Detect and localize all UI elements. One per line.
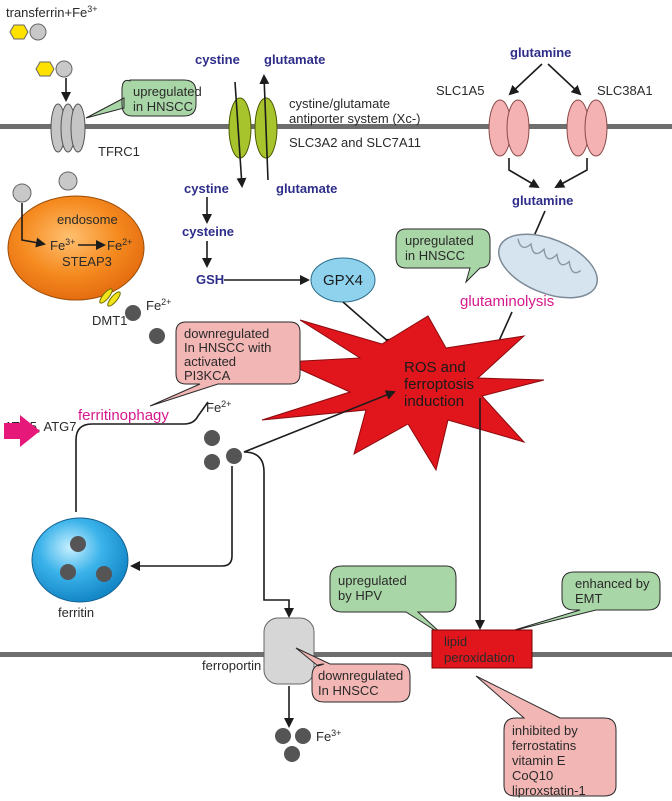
glutamate-extracellular-label: glutamate: [264, 52, 325, 67]
transferrin-bound-icon: [35, 60, 73, 78]
ferritinophagy-label: ferritinophagy: [78, 407, 169, 424]
svg-text:In HNSCC with: In HNSCC with: [184, 340, 271, 355]
gpx4-inhibition-line: [342, 301, 395, 348]
atg-arrow-icon: [4, 415, 40, 447]
ros-label-1: ROS and: [404, 359, 466, 376]
callout-tfrc-upregulated: upregulated in HNSCC: [85, 79, 202, 119]
iron-particle-icon: [204, 430, 220, 446]
svg-text:downregulated: downregulated: [318, 668, 403, 683]
glutaminolysis-label: glutaminolysis: [460, 293, 554, 310]
svg-text:upregulated: upregulated: [133, 84, 202, 99]
gsh-label: GSH: [196, 272, 224, 287]
iron-particle-icon: [125, 305, 141, 321]
lipid-label-2: peroxidation: [444, 650, 515, 665]
callout-emt: enhanced by EMT: [507, 571, 661, 633]
svg-text:in HNSCC: in HNSCC: [133, 99, 193, 114]
ferroportin-channel: [263, 617, 315, 685]
labile-iron-to-ros-arrow: [243, 390, 396, 453]
iron-particle-icon: [226, 448, 242, 464]
glutamate-intracellular-label: glutamate: [276, 181, 337, 196]
slc38a1-out-arrow: [554, 158, 588, 188]
gpx4-label: GPX4: [323, 272, 363, 289]
svg-text:upregulated: upregulated: [338, 573, 407, 588]
fe3-export-label: Fe3+: [316, 728, 341, 744]
svg-text:liproxstatin-1: liproxstatin-1: [512, 783, 586, 798]
slc38a1-transporter: [566, 99, 608, 157]
svg-text:in HNSCC: in HNSCC: [405, 248, 465, 263]
svg-text:inhibited by: inhibited by: [512, 723, 578, 738]
iron-particle-icon: [149, 328, 165, 344]
ferroportin-label: ferroportin: [202, 658, 261, 673]
glutamine-extracellular-label: glutamine: [510, 45, 571, 60]
svg-text:upregulated: upregulated: [405, 233, 474, 248]
iron-particle-icon: [96, 566, 112, 582]
xc-label-2: antiporter system (Xc-): [289, 111, 420, 126]
mitochondrion-icon: [497, 233, 599, 299]
endosome: [7, 195, 145, 301]
iron-to-ferroportin-arrow: [243, 451, 294, 618]
svg-text:vitamin E: vitamin E: [512, 753, 566, 768]
ferritinophagy-path: [75, 401, 209, 512]
glutamine-to-slc38a1-arrow: [547, 63, 582, 96]
steap3-label: STEAP3: [62, 254, 112, 269]
iron-particle-icon: [12, 183, 32, 203]
endosome-label: endosome: [57, 212, 118, 227]
slc3a2-slc7a11-label: SLC3A2 and SLC7A11: [289, 135, 421, 150]
callout-pi3k-downregulated: downregulated In HNSCC with activated PI…: [149, 321, 301, 407]
iron-particle-icon: [60, 564, 76, 580]
svg-text:enhanced by: enhanced by: [575, 576, 650, 591]
svg-text:by HPV: by HPV: [338, 588, 382, 603]
svg-text:CoQ10: CoQ10: [512, 768, 553, 783]
plasma-membrane-bottom: [0, 652, 672, 657]
lipid-peroxidation-box: [431, 629, 533, 669]
svg-text:PI3KCA: PI3KCA: [184, 368, 231, 383]
tfrc1-label: TFRC1: [98, 144, 140, 159]
transferrin-label: transferrin+Fe3+: [6, 4, 98, 20]
iron-to-ferritin-arrow: [130, 466, 233, 571]
iron-particle-icon: [284, 746, 300, 762]
ferritin-label: ferritin: [58, 605, 94, 620]
iron-particle-icon: [70, 536, 86, 552]
callout-ferroportin-downregulated: downregulated In HNSCC: [295, 647, 411, 703]
dmt1-transporter: [99, 288, 121, 307]
glutamine-to-slc1a5-arrow: [508, 63, 543, 96]
fe2-dmt1-label: Fe2+: [146, 297, 171, 313]
cystine-intracellular-label: cystine: [184, 181, 229, 196]
fe2-endosome-label: Fe2+: [107, 237, 132, 253]
plasma-membrane-top: [0, 124, 672, 129]
tfrc1-receptor: [50, 103, 86, 191]
xc-label-1: cystine/glutamate: [289, 96, 390, 111]
cysteine-label: cysteine: [182, 224, 234, 239]
svg-text:EMT: EMT: [575, 591, 603, 606]
lipid-label-1: lipid: [444, 634, 467, 649]
slc38a1-label: SLC38A1: [597, 83, 653, 98]
callout-hpv-upregulated: upregulated by HPV: [329, 565, 457, 637]
ros-label-3: induction: [404, 393, 464, 410]
slc1a5-transporter: [488, 99, 530, 157]
callout-gpx4-upregulated: upregulated in HNSCC: [395, 228, 491, 284]
glutamine-intracellular-label: glutamine: [512, 193, 573, 208]
glutamate-export-arrow: [259, 74, 270, 181]
iron-particle-icon: [204, 454, 220, 470]
iron-particle-icon: [275, 728, 291, 744]
callout-inhibitors: inhibited by ferrostatins vitamin E CoQ1…: [475, 675, 617, 798]
svg-text:downregulated: downregulated: [184, 326, 269, 341]
slc1a5-out-arrow: [508, 158, 540, 189]
transferrin-icon: [9, 23, 47, 41]
svg-text:activated: activated: [184, 354, 236, 369]
fe3-endosome-label: Fe3+: [50, 237, 75, 253]
slc1a5-label: SLC1A5: [436, 83, 484, 98]
fe2-ferritinophagy-label: Fe2+: [206, 399, 231, 415]
svg-text:In HNSCC: In HNSCC: [318, 683, 379, 698]
dmt1-label: DMT1: [92, 313, 127, 328]
iron-particle-icon: [295, 728, 311, 744]
cystine-extracellular-label: cystine: [195, 52, 240, 67]
svg-text:ferrostatins: ferrostatins: [512, 738, 577, 753]
ros-label-2: ferroptosis: [404, 376, 474, 393]
ros-ferroptosis-burst: [261, 315, 545, 472]
endosome-uptake-arrow: [21, 203, 46, 248]
cystine-import-arrow: [234, 81, 247, 188]
ferritin-sphere: [31, 517, 129, 603]
